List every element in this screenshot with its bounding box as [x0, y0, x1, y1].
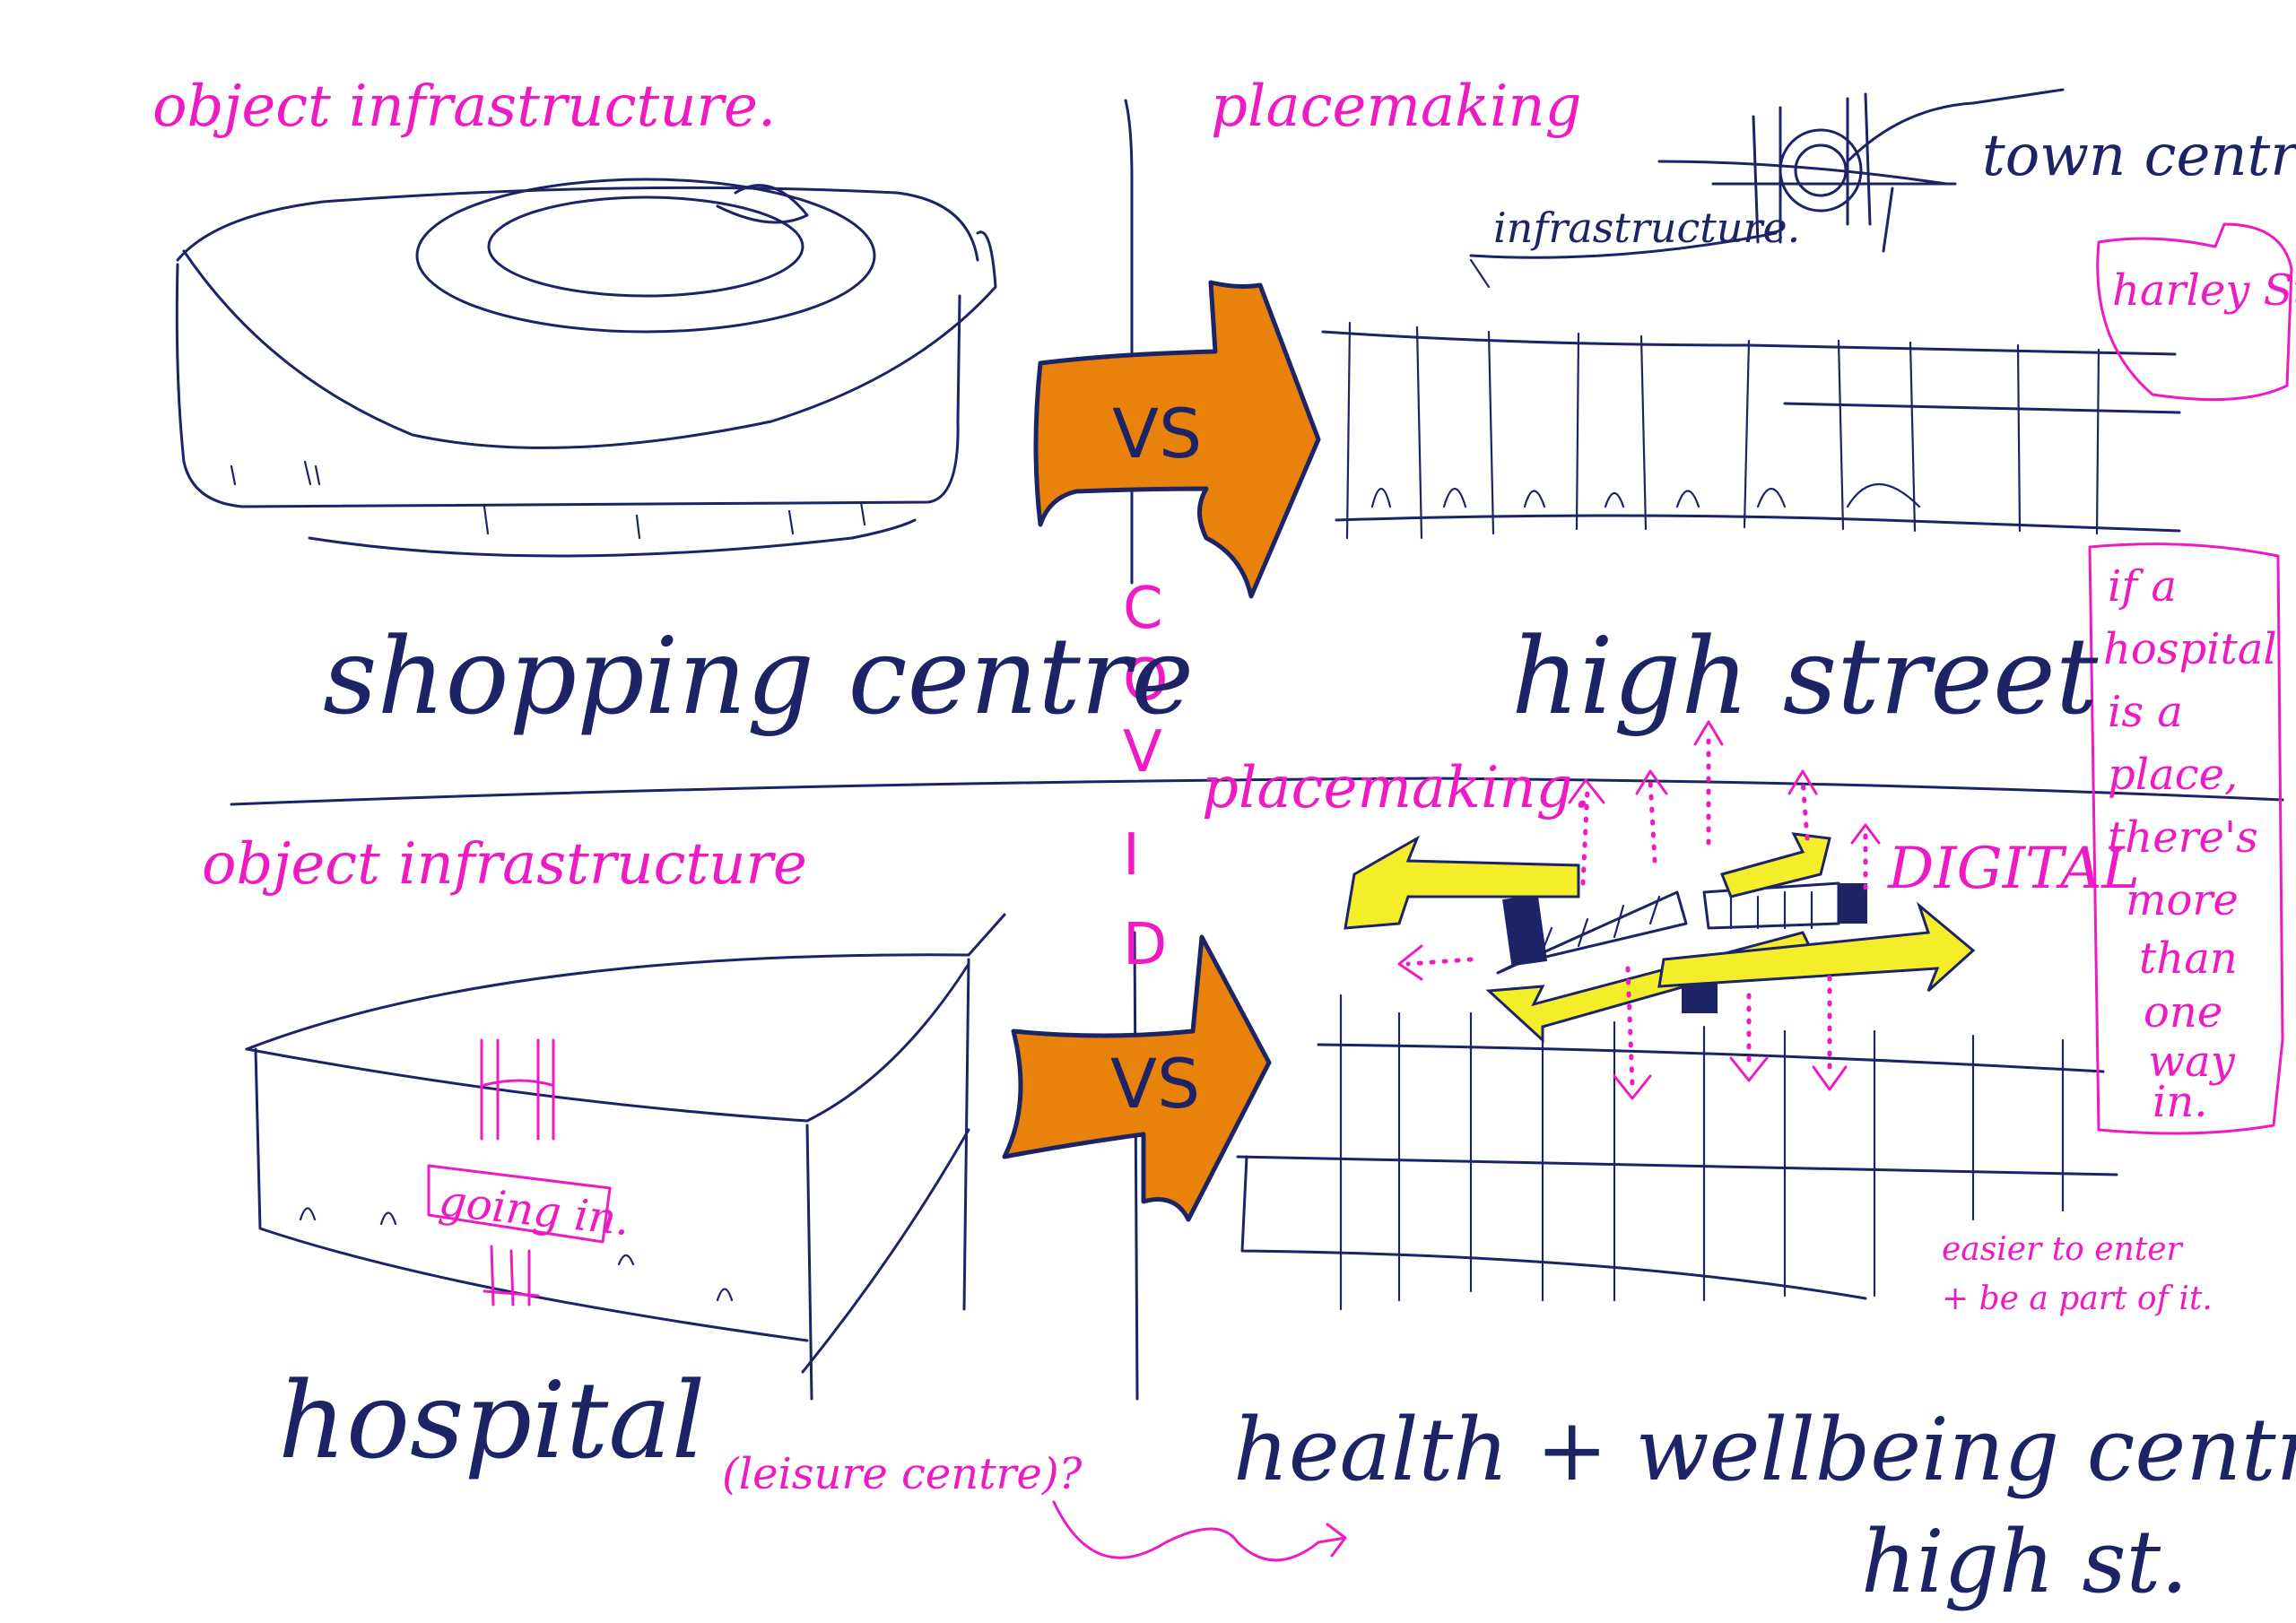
side-note-line-10: in. [2152, 1077, 2208, 1127]
harley-street-note: harley Street? [2112, 265, 2296, 316]
easier-to-enter-line-1: easier to enter [1942, 1231, 2184, 1268]
wellbeing-caption-line-2: high st. [1861, 1512, 2188, 1612]
side-note: if a hospital is a place, there's more t… [2103, 561, 2277, 1127]
town-centre-sketch [1469, 88, 2065, 289]
horizontal-divider [230, 777, 2284, 806]
vs-label-top: VS [1112, 394, 1202, 473]
side-note-line-3: is a [2108, 687, 2183, 737]
movement-arrow-up-right [1719, 832, 1831, 898]
covid-divider-label: C O V I D [1123, 576, 1168, 978]
high-street-sketch [1321, 321, 2181, 540]
access-arrows [1397, 720, 1881, 1100]
leisure-connector-arrow [1052, 1500, 1347, 1562]
side-note-line-5: there's [2108, 812, 2258, 863]
covid-letter-o: O [1123, 647, 1168, 714]
side-note-line-8: one [2144, 987, 2222, 1037]
leisure-centre-note: (leisure centre)? [722, 1449, 1083, 1499]
side-note-box [2088, 542, 2284, 1135]
vs-arrow-bottom: VS [1002, 934, 1272, 1222]
covid-letter-c: C [1123, 576, 1163, 642]
hospital-h-sign [480, 1038, 555, 1141]
side-note-line-6: more [2126, 875, 2239, 925]
covid-letter-d: D [1123, 912, 1167, 978]
movement-arrow-left [1344, 835, 1580, 930]
bottom-right-heading: placemaking. [1202, 755, 1591, 821]
covid-letter-i: I [1123, 822, 1140, 889]
vs-arrow-top: VS [1033, 280, 1321, 599]
shopping-centre-sketch [175, 178, 997, 558]
covid-letter-v: V [1123, 719, 1162, 785]
top-right-heading: placemaking [1211, 74, 1582, 140]
bottom-left-heading: object infrastructure [202, 831, 807, 898]
shopping-centre-caption: shopping centre [323, 614, 1194, 738]
harley-street-note-box [2096, 222, 2293, 402]
infrastructure-label: infrastructure. [1493, 204, 1800, 252]
easier-to-enter-line-2: + be a part of it. [1942, 1280, 2213, 1317]
high-street-caption: high street [1511, 614, 2099, 738]
side-note-line-9: way [2148, 1037, 2236, 1087]
side-note-line-7: than [2139, 933, 2238, 984]
side-note-line-2: hospital [2103, 624, 2277, 674]
vertical-divider [1124, 99, 1139, 1401]
top-left-heading: object infrastructure. [152, 74, 776, 140]
hospital-sketch [245, 913, 1006, 1401]
digital-label: DIGITAL [1887, 836, 2140, 902]
door-label-box [427, 1164, 612, 1244]
side-note-line-4: place, [2108, 750, 2238, 800]
wellbeing-caption-line-1: health + wellbeing centre/ [1233, 1400, 2296, 1500]
hospital-caption: hospital [278, 1358, 705, 1482]
movement-arrows [1344, 832, 1976, 1044]
town-centre-label: town centre. [1982, 123, 2296, 189]
vs-label-bottom: VS [1110, 1044, 1200, 1124]
side-note-line-1: if a [2108, 561, 2177, 612]
movement-arrow-right [1657, 901, 1976, 993]
